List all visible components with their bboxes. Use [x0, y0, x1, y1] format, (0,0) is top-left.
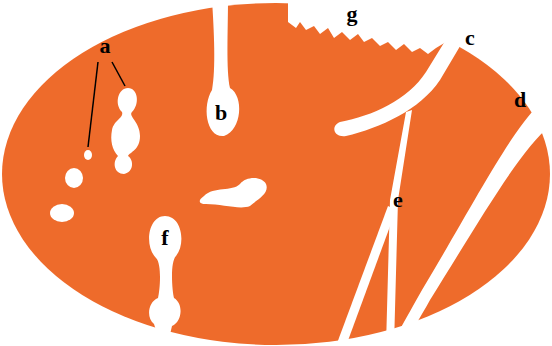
pore: [111, 88, 140, 174]
leader-line: [88, 62, 98, 147]
fracture: [392, 110, 550, 346]
rock-body: [2, 3, 550, 345]
pore-channel: [207, 0, 240, 136]
callout-letter: d: [514, 89, 526, 111]
callout-letter: g: [347, 3, 358, 25]
fracture: [334, 20, 472, 136]
pore: [50, 204, 74, 222]
pore-channel: [149, 216, 181, 346]
pore: [65, 168, 83, 188]
callout-letter: a: [100, 35, 111, 57]
leader-line: [112, 62, 125, 86]
callout-letter: b: [215, 102, 227, 124]
fracture: [336, 206, 396, 346]
callout-letter: f: [161, 227, 168, 249]
fracture: [386, 110, 412, 346]
callout-letter: c: [465, 27, 475, 49]
pore: [84, 150, 92, 160]
pore: [200, 178, 267, 207]
callout-letter: e: [393, 189, 403, 211]
